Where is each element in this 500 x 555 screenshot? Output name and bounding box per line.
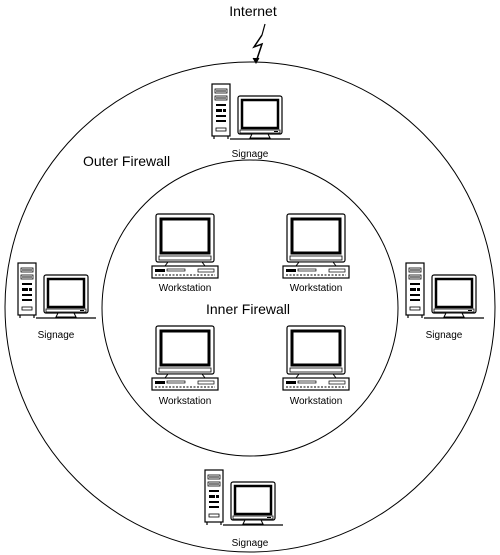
signage-label: Signage — [232, 149, 269, 160]
internet-link-lightning-icon — [252, 23, 266, 64]
signage-node: Signage — [404, 261, 486, 341]
workstation-computer-icon — [281, 324, 351, 392]
signage-computer-icon — [16, 261, 98, 320]
workstation-node: Workstation — [150, 324, 220, 407]
workstation-label: Workstation — [290, 283, 343, 294]
workstation-label: Workstation — [159, 396, 212, 407]
signage-label: Signage — [38, 330, 75, 341]
signage-node: Signage — [210, 82, 292, 160]
workstation-computer-icon — [150, 324, 220, 392]
inner-firewall-label: Inner Firewall — [206, 301, 290, 317]
signage-computer-icon — [203, 468, 285, 527]
workstation-node: Workstation — [281, 324, 351, 407]
workstation-computer-icon — [150, 212, 220, 280]
internet-label: Internet — [229, 3, 277, 19]
workstation-node: Workstation — [281, 212, 351, 294]
workstation-node: Workstation — [150, 212, 220, 294]
inner-firewall-ring — [101, 159, 399, 457]
signage-node: Signage — [203, 468, 285, 549]
workstation-label: Workstation — [159, 283, 212, 294]
workstation-label: Workstation — [290, 396, 343, 407]
outer-firewall-label: Outer Firewall — [83, 153, 170, 169]
signage-label: Signage — [426, 330, 463, 341]
workstation-computer-icon — [281, 212, 351, 280]
signage-computer-icon — [210, 82, 292, 141]
outer-firewall-ring — [4, 61, 496, 553]
signage-computer-icon — [404, 261, 486, 320]
signage-label: Signage — [232, 538, 269, 549]
signage-node: Signage — [16, 261, 98, 341]
